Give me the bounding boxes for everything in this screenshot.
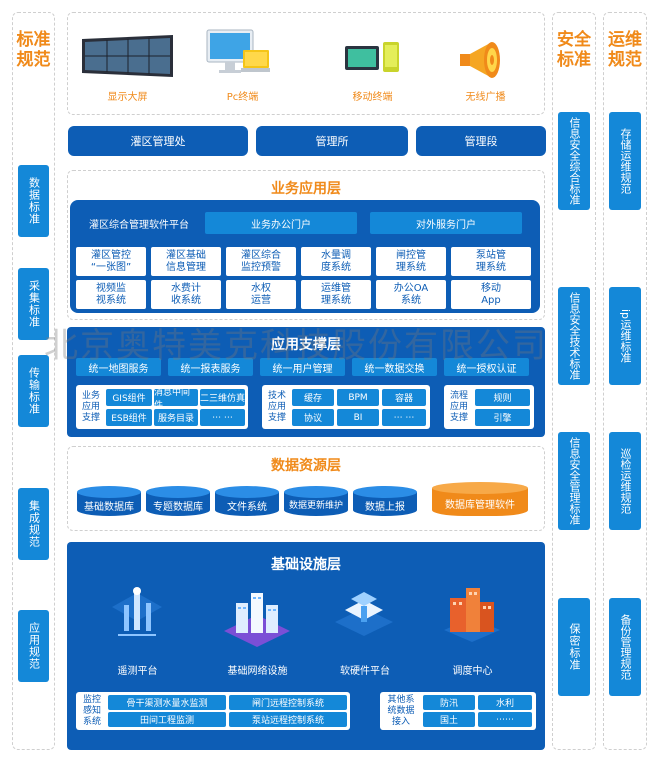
biz-app-5[interactable]: 泵站管 理系统 [451,247,531,276]
tech-support-item-1[interactable]: BPM [337,389,379,406]
wireless-broadcast-icon [458,38,508,82]
security-item-3[interactable]: 保密标准 [558,598,590,696]
security-item-0[interactable]: 信息安全综合标准 [558,112,590,210]
tech-support-item-3[interactable]: 协议 [292,409,334,426]
ops-column-title: 运维规范 [608,30,642,70]
ops-item-3[interactable]: 备份管理规范 [609,598,641,696]
telemetry-icon [110,585,165,645]
left-item-4[interactable]: 应用规范 [18,610,49,682]
infra-label-2: 软硬件平台 [340,666,390,677]
tech-support-item-4[interactable]: BI [337,409,379,426]
device-label-2: 移动终端 [352,92,393,103]
other-item-2[interactable]: 国土 [423,712,475,727]
security-column-title: 安全标准 [557,30,591,70]
support-service-1[interactable]: 统一报表服务 [168,358,253,376]
data-layer-section [67,446,545,531]
ops-item-0[interactable]: 存储运维规范 [609,112,641,210]
other-system-label: 其他系 统数据 接入 [387,694,415,727]
other-item-3[interactable]: ⋯⋯ [478,712,532,727]
infra-layer-title: 基础设施层 [271,557,341,573]
dispatch-center-icon [442,582,502,644]
left-item-3[interactable]: 集成规范 [18,488,49,560]
biz-app-11[interactable]: 移动 App [451,280,531,309]
flow-support-item-1[interactable]: 引擎 [475,409,530,426]
biz-app-4[interactable]: 闸控管 理系统 [376,247,446,276]
flow-support-item-0[interactable]: 规则 [475,389,530,406]
left-column-title: 标准规范 [16,30,51,70]
biz-support-item-2[interactable]: 二三维仿真 [200,389,245,406]
support-service-2[interactable]: 统一用户管理 [260,358,345,376]
ops-item-2[interactable]: 巡检运维规范 [609,432,641,530]
mgmt-office-bar[interactable]: 灌区管理处 [68,126,248,156]
tech-support-item-0[interactable]: 缓存 [292,389,334,406]
left-item-0[interactable]: 数据标准 [18,165,49,237]
monitor-system-label: 监控 感知 系统 [82,694,101,727]
biz-support-item-5[interactable]: ⋯ ⋯ [200,409,245,426]
mgmt-station-bar[interactable]: 管理所 [256,126,408,156]
devices-section [67,12,545,115]
business-layer-title: 业务应用层 [271,181,341,197]
company-watermark: 北京奥特美克科技股份有限公司 [44,326,548,366]
db-cylinder-4[interactable]: 数据上报 [353,486,417,520]
db-cylinder-1[interactable]: 专题数据库 [146,486,210,520]
biz-support-item-3[interactable]: ESB组件 [106,409,152,426]
monitor-item-0[interactable]: 骨干渠测水量水监测 [108,695,226,710]
biz-app-9[interactable]: 运维管 理系统 [301,280,371,309]
support-service-3[interactable]: 统一数据交换 [352,358,437,376]
mgmt-section-bar[interactable]: 管理段 [416,126,546,156]
biz-app-6[interactable]: 视频监 视系统 [76,280,146,309]
pc-terminal-icon [205,28,271,78]
infra-label-3: 调度中心 [452,666,493,677]
other-item-1[interactable]: 水利 [478,695,532,710]
monitor-item-3[interactable]: 泵站远程控制系统 [229,712,347,727]
biz-app-8[interactable]: 水权 运营 [226,280,296,309]
left-item-2[interactable]: 传输标准 [18,355,49,427]
hardware-platform-icon [333,590,395,645]
biz-app-3[interactable]: 水量调 度系统 [301,247,371,276]
tech-support-item-2[interactable]: 容器 [382,389,426,406]
biz-app-0[interactable]: 灌区管控 “一张图” [76,247,146,276]
db-software-cylinder[interactable]: 数据库管理软件 [432,482,528,520]
platform-label: 灌区综合管理软件平台 [89,219,189,231]
left-standards-column [12,12,55,750]
db-cylinder-3[interactable]: 数据更新维护 [284,486,348,520]
infra-label-0: 遥测平台 [117,666,158,677]
mobile-terminal-icon [343,38,403,76]
flow-support-label: 流程 应用 支撑 [449,390,468,423]
biz-app-10[interactable]: 办公OA 系统 [376,280,446,309]
support-service-0[interactable]: 统一地图服务 [76,358,161,376]
device-label-3: 无线广播 [465,92,506,103]
network-infra-icon [222,585,292,647]
tech-support-label: 技术 应用 支撑 [267,390,286,423]
biz-support-label: 业务 应用 支撑 [81,390,100,423]
biz-support-item-4[interactable]: 服务目录 [154,409,198,426]
biz-app-2[interactable]: 灌区综合 监控预警 [226,247,296,276]
biz-support-item-1[interactable]: 消息中间件 [154,388,198,411]
device-label-1: Pc终端 [226,92,259,103]
ops-item-1[interactable]: ip运维标准 [609,287,641,385]
monitor-item-2[interactable]: 田间工程监测 [108,712,226,727]
biz-support-item-0[interactable]: GIS组件 [106,389,152,406]
tech-support-item-5[interactable]: ⋯ ⋯ [382,409,426,426]
public-portal[interactable]: 对外服务门户 [370,212,522,234]
ops-standards-column [603,12,647,750]
support-layer-title: 应用支撑层 [271,337,341,353]
db-cylinder-2[interactable]: 文件系统 [215,486,279,520]
office-portal[interactable]: 业务办公门户 [205,212,357,234]
security-item-1[interactable]: 信息安全技术标准 [558,287,590,385]
biz-app-1[interactable]: 灌区基础 信息管理 [151,247,221,276]
security-standards-column [552,12,596,750]
db-cylinder-0[interactable]: 基础数据库 [77,486,141,520]
display-wall-icon [80,35,175,77]
left-item-1[interactable]: 采集标准 [18,268,49,340]
device-label-0: 显示大屏 [107,92,148,103]
other-item-0[interactable]: 防汛 [423,695,475,710]
data-layer-title: 数据资源层 [271,458,341,474]
business-layer-section [67,170,545,320]
infra-label-1: 基础网络设施 [227,666,288,677]
security-item-2[interactable]: 信息安全管理标准 [558,432,590,530]
support-service-4[interactable]: 统一授权认证 [444,358,529,376]
biz-app-7[interactable]: 水费计 收系统 [151,280,221,309]
monitor-item-1[interactable]: 闸门远程控制系统 [229,695,347,710]
